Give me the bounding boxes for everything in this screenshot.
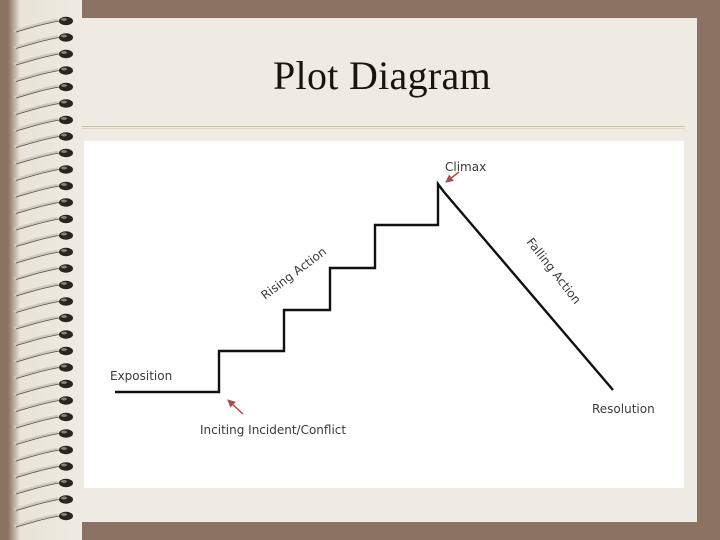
spiral-coil	[13, 365, 59, 379]
spiral-coil	[13, 134, 59, 148]
binding-hole	[59, 16, 73, 26]
binding-hole	[59, 115, 73, 125]
plot-line	[115, 180, 614, 394]
spiral-coil	[13, 414, 59, 429]
binding-hole	[59, 148, 73, 158]
spiral-coil	[13, 315, 59, 330]
binding-hole	[59, 231, 73, 240]
spiral-coil	[13, 200, 59, 214]
title-divider-shadow	[82, 128, 685, 129]
spiral-coil	[13, 348, 59, 363]
resolution-label: Resolution	[592, 402, 655, 416]
page-title: Plot Diagram	[272, 53, 491, 98]
spiral-binding-icon	[13, 16, 73, 528]
binding-hole	[59, 445, 73, 455]
binding-hole	[59, 363, 73, 372]
binding-hole	[59, 313, 73, 323]
inciting-incident-label: Inciting Incident/Conflict	[200, 423, 346, 437]
spiral-coil	[13, 249, 59, 264]
spiral-coil	[13, 84, 59, 99]
binding-hole	[59, 82, 73, 92]
binding-hole	[59, 99, 73, 108]
binding-hole	[59, 247, 73, 257]
spiral-coil	[13, 282, 59, 297]
spiral-coil	[13, 497, 59, 511]
spiral-coil	[13, 51, 59, 66]
spiral-coil	[13, 513, 59, 528]
spiral-coil	[13, 101, 59, 115]
spiral-coil	[13, 381, 59, 396]
spiral-coil	[13, 35, 59, 49]
binding-hole	[59, 214, 73, 224]
binding-hole	[59, 181, 73, 191]
title-divider	[82, 126, 685, 127]
spiral-coil	[13, 398, 59, 412]
spiral-coil	[13, 216, 59, 231]
spiral-coil	[13, 68, 59, 82]
spiral-coil	[13, 18, 59, 33]
spiral-coil	[13, 464, 59, 478]
binding-hole	[59, 198, 73, 207]
binding-hole	[59, 462, 73, 471]
binding-hole	[59, 511, 73, 521]
binding-hole	[59, 49, 73, 59]
climax-label: Climax	[445, 160, 486, 174]
binding-hole	[59, 297, 73, 306]
spiral-coil	[13, 447, 59, 462]
spiral-coil	[13, 266, 59, 280]
spiral-coil	[13, 299, 59, 313]
spiral-coil	[13, 117, 59, 132]
spiral-coil	[13, 167, 59, 181]
rising-action-label: Rising Action	[258, 244, 329, 302]
inciting-arrow	[227, 399, 244, 415]
binding-hole	[59, 346, 73, 356]
binding-hole	[59, 396, 73, 405]
binding-hole	[59, 66, 73, 75]
spiral-coil	[13, 480, 59, 495]
exposition-label: Exposition	[110, 369, 172, 383]
binding-hole	[59, 495, 73, 504]
diagram-panel	[84, 141, 684, 488]
spiral-coil	[13, 233, 59, 247]
binding-hole	[59, 280, 73, 290]
binding-hole	[59, 429, 73, 438]
binding-hole	[59, 379, 73, 389]
binding-hole	[59, 165, 73, 174]
climax-arrow	[445, 171, 460, 183]
binding-hole	[59, 33, 73, 42]
binding-hole	[59, 478, 73, 488]
binding-hole	[59, 264, 73, 273]
spiral-coil	[13, 332, 59, 346]
binding-hole	[59, 412, 73, 422]
spiral-coil	[13, 431, 59, 445]
spiral-coil	[13, 183, 59, 198]
binding-hole	[59, 132, 73, 141]
binding-hole	[59, 330, 73, 339]
spiral-coil	[13, 150, 59, 165]
